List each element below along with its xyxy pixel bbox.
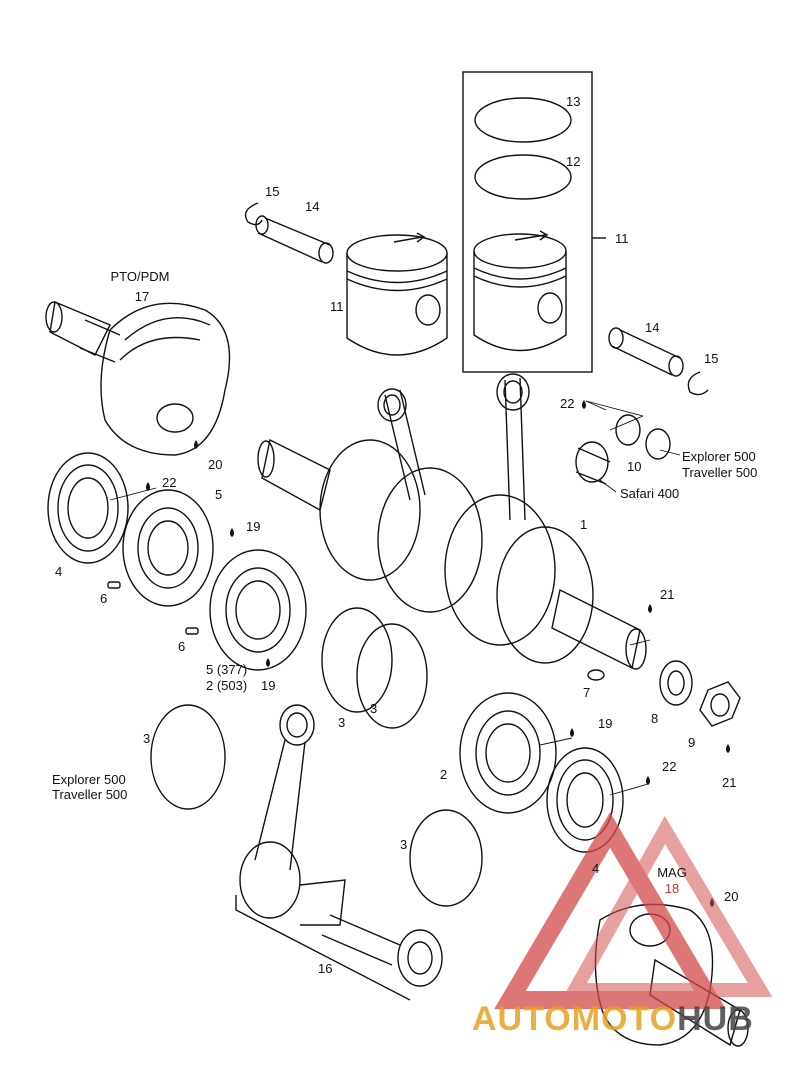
label-15-left: 15	[265, 184, 280, 199]
label-explorer-1: Explorer 500	[682, 449, 756, 464]
dowel-pin-lower	[185, 627, 199, 635]
label-11-right: 11	[615, 231, 629, 246]
label-4-right: 4	[592, 861, 600, 876]
pto-crankshaft-half	[45, 301, 231, 456]
wrist-pin-left	[255, 215, 334, 264]
label-20-top: 20	[208, 457, 223, 472]
label-4-left: 4	[55, 564, 63, 579]
bearing-2	[459, 692, 557, 814]
label-explorer-2: Explorer 500	[52, 772, 126, 787]
watermark-moto: MOTO	[571, 1000, 678, 1038]
watermark-hub: HUB	[677, 1000, 754, 1038]
watermark-logo	[494, 812, 773, 1009]
label-5-377: 5 (377)	[206, 662, 248, 677]
label-traveller-2: Traveller 500	[52, 787, 128, 802]
label-22-bottom: 22	[662, 759, 677, 774]
crankshaft-assembly	[257, 373, 647, 670]
connecting-rod-kit	[235, 704, 443, 1001]
label-11-left: 11	[330, 299, 344, 314]
label-6-upper: 6	[100, 591, 108, 606]
ring-3-d	[409, 809, 483, 907]
label-3-c: 3	[143, 731, 151, 746]
wrist-pin-right	[608, 327, 684, 377]
oil-seal-right	[546, 747, 624, 853]
label-3-a: 3	[338, 715, 346, 730]
label-6-lower: 6	[178, 639, 186, 654]
label-18: 18	[664, 881, 680, 896]
label-2-503: 2 (503)	[206, 678, 248, 693]
label-2: 2	[440, 767, 448, 782]
watermark-auto: AUTO	[472, 1000, 572, 1038]
label-7: 7	[583, 685, 591, 700]
ring-3-b	[356, 623, 428, 729]
circlip-left	[244, 202, 263, 226]
label-pto: PTO/PDM	[110, 269, 170, 284]
label-22-left: 22	[162, 475, 177, 490]
label-9: 9	[688, 735, 696, 750]
label-19-top: 19	[246, 519, 261, 534]
label-19-bottom: 19	[598, 716, 613, 731]
label-safari: Safari 400	[620, 486, 680, 501]
bearing-5-377-2-503	[209, 549, 307, 671]
piston-kit-bracket	[462, 71, 593, 373]
label-19-mid: 19	[261, 678, 276, 693]
label-13: 13	[566, 94, 581, 109]
washer-8	[659, 660, 693, 706]
label-1: 1	[580, 517, 588, 532]
label-22-top: 22	[560, 396, 575, 411]
watermark-text: AUTOMOTOHUB	[472, 1000, 754, 1039]
piston-right	[473, 230, 567, 352]
circlip-right	[687, 371, 709, 396]
piston-ring-12	[474, 154, 572, 200]
label-3-b: 3	[370, 701, 378, 716]
oil-seal-left	[47, 452, 129, 564]
piston-ring-13	[474, 97, 572, 143]
label-16: 16	[318, 961, 333, 976]
label-14-right: 14	[645, 320, 660, 335]
bearing-5	[122, 489, 214, 607]
needle-bearing-set	[575, 414, 671, 485]
label-20-bottom: 20	[724, 889, 739, 904]
dowel-pin-upper	[107, 581, 121, 589]
label-traveller-1: Traveller 500	[682, 465, 758, 480]
ring-3-c	[150, 704, 226, 810]
label-3-d: 3	[400, 837, 408, 852]
label-15-right: 15	[704, 351, 719, 366]
label-mag: MAG	[657, 865, 687, 880]
woodruff-key	[587, 669, 605, 681]
label-17: 17	[134, 289, 150, 304]
label-5: 5	[215, 487, 223, 502]
ring-3-a	[321, 607, 393, 713]
label-21-bottom: 21	[722, 775, 737, 790]
label-21-top: 21	[660, 587, 675, 602]
piston-left	[346, 232, 448, 356]
label-12: 12	[566, 154, 581, 169]
label-8: 8	[651, 711, 659, 726]
nut-9	[699, 681, 741, 727]
label-10: 10	[627, 459, 642, 474]
label-14-left: 14	[305, 199, 320, 214]
